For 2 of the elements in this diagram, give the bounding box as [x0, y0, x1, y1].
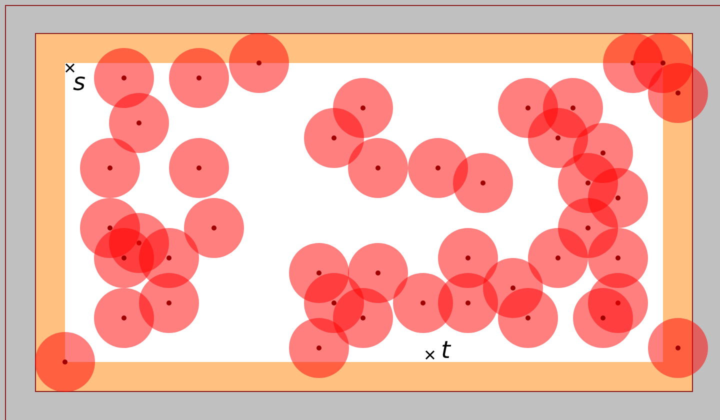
- point-label: s: [73, 70, 86, 94]
- point-label: t: [441, 338, 450, 362]
